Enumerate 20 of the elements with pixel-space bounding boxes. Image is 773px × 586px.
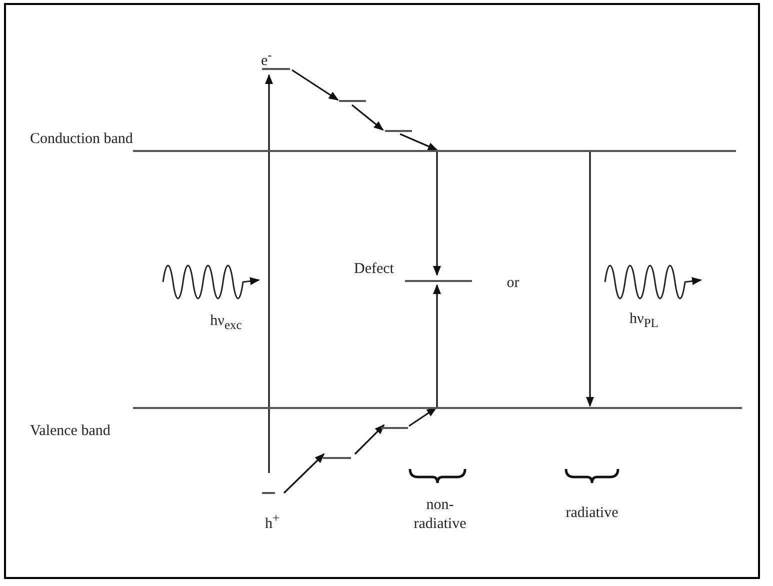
arrow — [352, 104, 384, 131]
carrier-label: e$^{-}$ — [261, 49, 272, 69]
defect-label: Defect — [354, 262, 394, 277]
or-label: or — [506, 274, 520, 293]
band-label: Valence band — [30, 424, 110, 439]
carrier-label: h$^{+}$ — [265, 512, 280, 532]
arrow — [265, 74, 273, 473]
arrow — [433, 152, 441, 276]
arrow — [586, 152, 594, 407]
arrow — [283, 453, 325, 494]
process-label: non- radiative — [412, 496, 468, 534]
process-label: hν$_{PL}$ — [628, 310, 660, 332]
arrow — [433, 284, 441, 407]
process-label: radiative — [564, 504, 620, 523]
arrow — [354, 424, 385, 455]
arrow — [408, 407, 437, 427]
band-label: Conduction band — [30, 132, 133, 147]
photon-label: hν$_{exc}$ — [209, 312, 243, 334]
arrow — [292, 69, 339, 101]
arrow — [400, 133, 438, 151]
